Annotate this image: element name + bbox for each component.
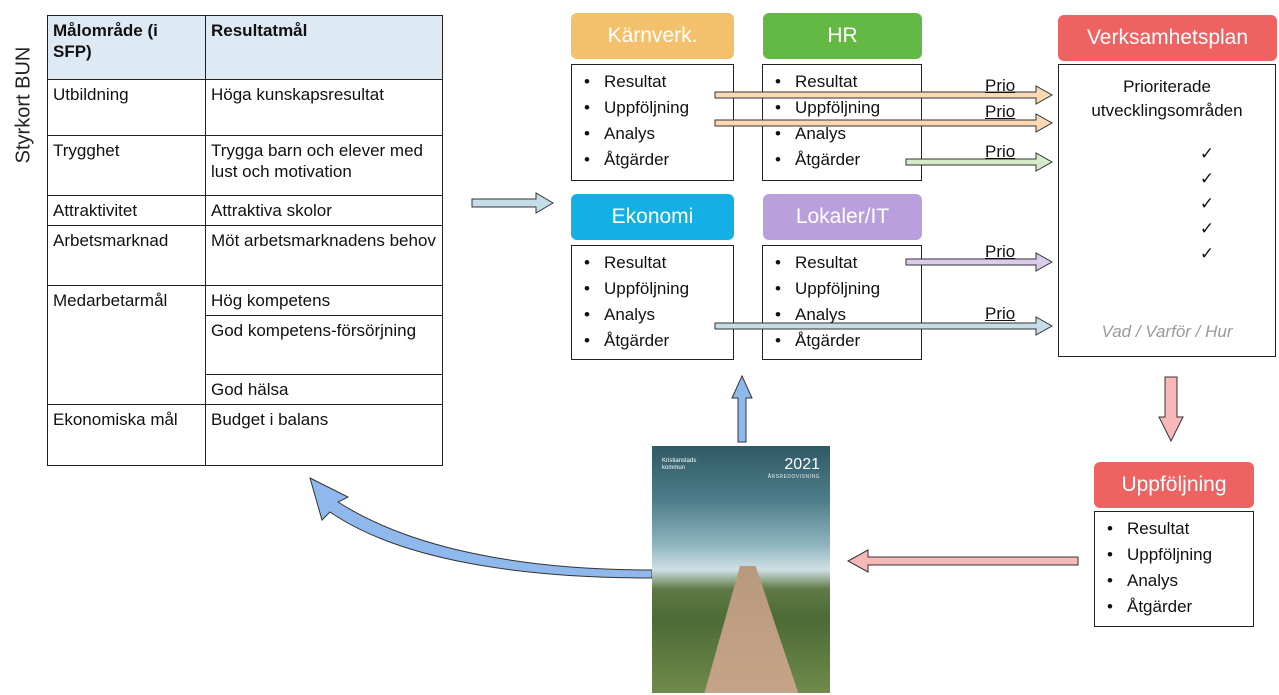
- lokaler-title: Lokaler/IT: [795, 205, 890, 228]
- header-resultatmal: Resultatmål: [205, 15, 443, 80]
- uppfoljning-header: Uppföljning: [1094, 462, 1254, 508]
- table-row: Medarbetarmål Hög kompetens: [47, 285, 443, 405]
- area-cell: Medarbetarmål: [47, 285, 206, 405]
- prio-label-2: Prio: [985, 102, 1016, 121]
- karnverk-steps: Resultat Uppföljning Analys Åtgärder: [572, 65, 733, 173]
- ekonomi-title: Ekonomi: [611, 205, 694, 228]
- arrow-plan-down: [1158, 376, 1184, 443]
- cover-path-graphic: [698, 566, 806, 693]
- area-cell: Trygghet: [47, 135, 206, 196]
- arrow-to-report: [846, 549, 1079, 573]
- goal-cell: God kompetens-försörjning: [205, 315, 443, 375]
- plan-footer: Vad / Varför / Hur: [1101, 322, 1233, 341]
- table-row: Arbetsmarknad Möt arbetsmarknadens behov: [47, 225, 443, 286]
- cover-subtitle: ÅRSREDOVISNING: [767, 474, 820, 480]
- list-item: Resultat: [775, 69, 921, 95]
- table-row: Trygghet Trygga barn och elever med lust…: [47, 135, 443, 196]
- list-item: Åtgärder: [1107, 594, 1253, 620]
- lokaler-box: Resultat Uppföljning Analys Åtgärder: [762, 245, 922, 360]
- table-row: God kompetens-försörjning: [48, 315, 443, 375]
- plan-text: Prioriterade utvecklingsområden: [1091, 77, 1243, 120]
- table-row: Ekonomiska mål Budget i balans: [47, 404, 443, 466]
- hr-header: HR: [763, 13, 922, 59]
- arrow-prio-4: [905, 252, 1054, 272]
- goal-cell: Höga kunskapsresultat: [205, 79, 443, 136]
- list-item: Uppföljning: [584, 95, 733, 121]
- uppfoljning-title: Uppföljning: [1121, 473, 1227, 496]
- list-item: Resultat: [584, 69, 733, 95]
- lokaler-steps: Resultat Uppföljning Analys Åtgärder: [763, 246, 921, 354]
- area-cell: Attraktivitet: [47, 195, 206, 226]
- lokaler-header: Lokaler/IT: [763, 194, 922, 240]
- list-item: Åtgärder: [775, 147, 921, 173]
- karnverk-header: Kärnverk.: [571, 13, 734, 59]
- side-label-text: Styrkort BUN: [12, 46, 35, 164]
- goals-table: Målområde (i SFP) Resultatmål Utbildning…: [47, 15, 443, 466]
- annual-report-cover: Kristianstads kommun 2021 ÅRSREDOVISNING: [652, 446, 830, 693]
- goal-cell: Trygga barn och elever med lust och moti…: [205, 135, 443, 196]
- list-item: Analys: [775, 302, 921, 328]
- list-item: Analys: [1107, 568, 1253, 594]
- uppfoljning-steps: Resultat Uppföljning Analys Åtgärder: [1095, 512, 1253, 620]
- area-cell: Arbetsmarknad: [47, 225, 206, 286]
- hr-title: HR: [827, 24, 858, 47]
- area-cell: Ekonomiska mål: [47, 404, 206, 466]
- plan-header: Verksamhetsplan: [1058, 15, 1277, 61]
- plan-checklist: ✓ ✓ ✓ ✓ ✓: [1059, 141, 1275, 266]
- hr-box: Resultat Uppföljning Analys Åtgärder: [762, 64, 922, 181]
- list-item: Analys: [584, 302, 733, 328]
- check-icon: ✓: [1199, 169, 1215, 188]
- table-row: God hälsa: [48, 374, 443, 405]
- prio-label-3: Prio: [985, 142, 1016, 161]
- list-item: Analys: [584, 121, 733, 147]
- list-item: Analys: [775, 121, 921, 147]
- plan-box: Prioriterade utvecklingsområden ✓ ✓ ✓ ✓ …: [1058, 64, 1276, 357]
- ekonomi-steps: Resultat Uppföljning Analys Åtgärder: [572, 246, 733, 354]
- list-item: Uppföljning: [584, 276, 733, 302]
- list-item: Resultat: [1107, 516, 1253, 542]
- prio-label-4: Prio: [985, 242, 1016, 261]
- arrow-report-to-table: [309, 477, 653, 579]
- ekonomi-header: Ekonomi: [571, 194, 734, 240]
- hr-steps: Resultat Uppföljning Analys Åtgärder: [763, 65, 921, 173]
- ekonomi-box: Resultat Uppföljning Analys Åtgärder: [571, 245, 734, 360]
- goal-cell: Hög kompetens: [205, 285, 443, 316]
- plan-title: Verksamhetsplan: [1086, 26, 1249, 49]
- list-item: Resultat: [584, 250, 733, 276]
- list-item: Resultat: [775, 250, 921, 276]
- check-icon: ✓: [1199, 219, 1215, 238]
- side-label: Styrkort BUN: [8, 20, 40, 190]
- area-cell: Utbildning: [47, 79, 206, 136]
- karnverk-box: Resultat Uppföljning Analys Åtgärder: [571, 64, 734, 181]
- cover-logo: Kristianstads kommun: [662, 458, 697, 471]
- check-icon: ✓: [1199, 244, 1215, 263]
- prio-label-5: Prio: [985, 304, 1016, 323]
- arrow-prio-3: [905, 152, 1054, 172]
- check-icon: ✓: [1199, 194, 1215, 213]
- prio-label-1: Prio: [985, 76, 1016, 95]
- cover-year: 2021: [784, 456, 820, 473]
- check-icon: ✓: [1199, 144, 1215, 163]
- table-row: Attraktivitet Attraktiva skolor: [47, 195, 443, 226]
- list-item: Uppföljning: [1107, 542, 1253, 568]
- table-row: Utbildning Höga kunskapsresultat: [47, 79, 443, 136]
- goal-cell: Möt arbetsmarknadens behov: [205, 225, 443, 286]
- arrow-report-up: [731, 374, 753, 443]
- arrow-table-to-boxes: [471, 192, 554, 214]
- goal-cell: Budget i balans: [205, 404, 443, 466]
- karnverk-title: Kärnverk.: [607, 24, 698, 47]
- goal-cell: God hälsa: [205, 374, 443, 405]
- list-item: Åtgärder: [584, 328, 733, 354]
- goal-cell: Attraktiva skolor: [205, 195, 443, 226]
- list-item: Åtgärder: [584, 147, 733, 173]
- list-item: Åtgärder: [775, 328, 921, 354]
- list-item: Uppföljning: [775, 95, 921, 121]
- header-malomrade: Målområde (i SFP): [47, 15, 206, 80]
- list-item: Uppföljning: [775, 276, 921, 302]
- uppfoljning-box: Resultat Uppföljning Analys Åtgärder: [1094, 511, 1254, 627]
- goals-header-row: Målområde (i SFP) Resultatmål: [47, 15, 443, 80]
